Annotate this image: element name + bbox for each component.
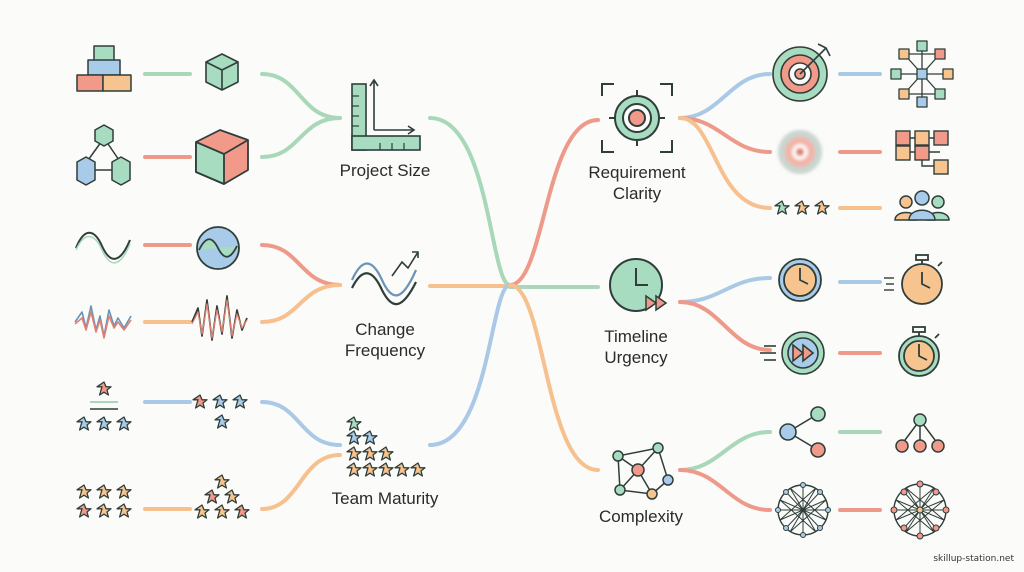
clock-icon xyxy=(778,258,822,302)
jagged-wave-icon xyxy=(74,305,132,339)
process-flow-icon xyxy=(895,130,949,175)
spiky-wave-icon xyxy=(191,295,248,341)
wave-circle-icon xyxy=(196,226,240,270)
merge-size-top xyxy=(260,72,342,120)
label-line: Urgency xyxy=(604,348,668,367)
merge-size-bottom xyxy=(260,116,342,159)
star-group-icon xyxy=(76,484,132,518)
label-line: Requirement xyxy=(588,163,686,182)
watermark-text: skillup-station.net xyxy=(933,554,1014,564)
label-line: Project Size xyxy=(339,161,431,180)
split-clarity-mid xyxy=(678,116,772,154)
ruler-square-icon xyxy=(351,78,421,151)
blurry-target-icon xyxy=(778,130,822,174)
merge-team-bottom xyxy=(260,453,342,511)
simple-share-icon xyxy=(779,406,826,458)
split-clarity-low xyxy=(678,116,772,210)
small-cube-icon xyxy=(205,53,239,91)
wave-trend-icon xyxy=(350,251,419,306)
star-pyramid-icon xyxy=(346,416,426,477)
fast-forward-icon xyxy=(760,331,825,375)
merge-change-top xyxy=(260,243,342,287)
dense-mesh-icon xyxy=(775,482,831,538)
label-change-frequency: Change Frequency xyxy=(335,319,435,361)
trunk-requirement-clarity xyxy=(508,118,600,287)
label-line: Clarity xyxy=(612,184,662,203)
split-complexity-top xyxy=(678,430,772,472)
label-line: Frequency xyxy=(344,341,426,360)
split-complexity-low xyxy=(678,468,772,512)
star-pyramid-small-icon xyxy=(194,474,250,519)
mesh-sphere-icon xyxy=(890,480,950,540)
three-stars-icon xyxy=(774,200,830,215)
label-requirement-clarity: Requirement Clarity xyxy=(582,162,692,204)
label-line: Timeline xyxy=(604,327,668,346)
trunk-team-maturity xyxy=(428,283,512,447)
clock-fast-forward-icon xyxy=(609,258,668,312)
label-team-maturity: Team Maturity xyxy=(325,488,445,509)
network-graph-icon xyxy=(612,442,674,500)
scattered-stars-icon xyxy=(192,394,248,429)
connected-cubes-icon xyxy=(76,124,131,186)
split-timeline-low xyxy=(678,300,772,352)
split-clarity-top xyxy=(678,72,772,120)
smooth-wave-icon xyxy=(75,231,131,264)
merge-change-bottom xyxy=(260,283,342,324)
cube-network-icon xyxy=(890,40,954,108)
stopwatch-alert-icon xyxy=(898,326,940,377)
target-arrow-icon xyxy=(772,43,831,102)
large-cube-icon xyxy=(195,129,249,185)
trunk-complexity xyxy=(508,283,600,472)
connector-lines xyxy=(143,72,882,512)
label-line: Change xyxy=(355,320,415,339)
star-hierarchy-icon xyxy=(76,381,132,431)
label-line: Team Maturity xyxy=(331,489,439,508)
label-timeline-urgency: Timeline Urgency xyxy=(586,326,686,368)
stacked-blocks-icon xyxy=(76,45,132,92)
trunk-project-size xyxy=(428,116,512,287)
merge-team-top xyxy=(260,400,342,447)
split-timeline-top xyxy=(678,276,772,304)
tree-hierarchy-icon xyxy=(895,413,945,453)
label-line: Complexity xyxy=(598,507,684,526)
focus-target-icon xyxy=(601,83,673,153)
stopwatch-icon xyxy=(884,254,943,305)
label-project-size: Project Size xyxy=(335,160,435,181)
label-complexity: Complexity xyxy=(586,506,696,527)
team-people-icon xyxy=(894,190,950,221)
